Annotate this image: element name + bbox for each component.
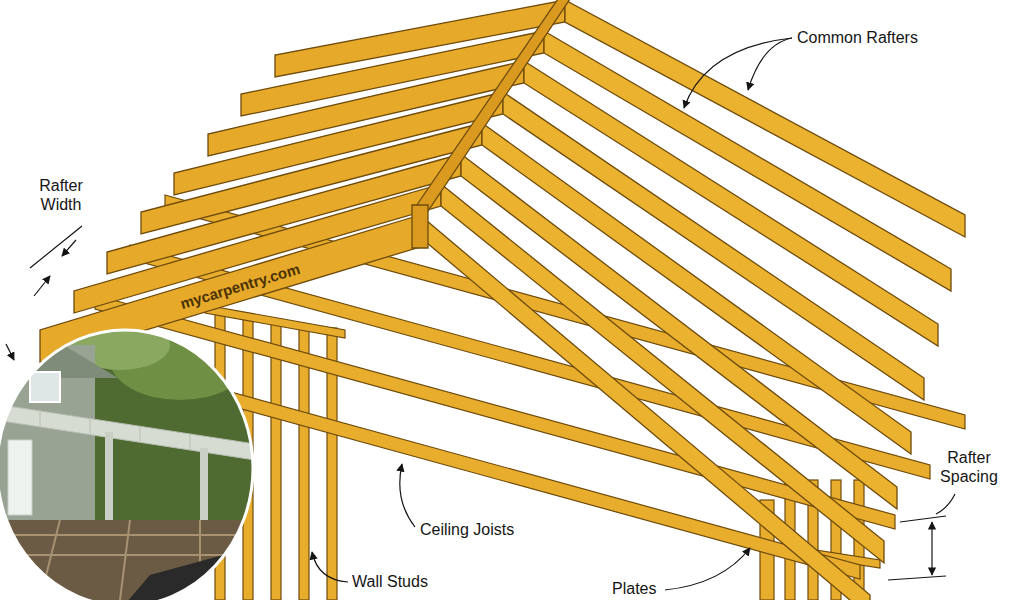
rib xyxy=(190,434,191,450)
photo-porch-roof xyxy=(0,404,255,460)
leader-line xyxy=(400,464,415,527)
part-label: Plates xyxy=(612,579,656,598)
photo-ground xyxy=(120,545,260,600)
photo-window xyxy=(30,372,60,402)
dimension-arrow xyxy=(34,276,50,296)
joist xyxy=(0,534,240,536)
extension-line xyxy=(888,576,946,580)
inset-border xyxy=(0,330,253,600)
ridge-board xyxy=(412,0,572,248)
leader-line xyxy=(684,38,792,108)
joist xyxy=(120,520,130,600)
joist xyxy=(0,554,240,556)
joist xyxy=(199,520,201,600)
dimension-arrow xyxy=(62,240,76,256)
part-label: Common Rafters xyxy=(797,28,918,47)
inset-photo xyxy=(0,320,260,600)
joist xyxy=(40,520,60,600)
part-label: Ceiling Joists xyxy=(420,520,514,539)
leader-line xyxy=(312,552,348,582)
ridge xyxy=(412,0,572,214)
rafter xyxy=(565,0,965,237)
rib xyxy=(40,410,41,426)
rib xyxy=(140,426,141,442)
part-label: Wall Studs xyxy=(352,572,428,591)
dimension-arrow xyxy=(6,344,14,360)
rafter xyxy=(441,184,884,563)
extension-line xyxy=(900,516,946,522)
wall-stud xyxy=(271,320,281,600)
photo-deck-joists xyxy=(0,520,240,600)
part-label: Rafter Spacing xyxy=(926,448,1012,486)
leader-line xyxy=(665,548,750,590)
leader-line xyxy=(936,494,955,514)
part-label: Rafter Width xyxy=(30,176,92,214)
rib xyxy=(90,418,91,434)
ridge-end xyxy=(412,205,428,248)
extension-line xyxy=(30,226,82,268)
dimension-line xyxy=(931,522,932,575)
photo-roof-ribs xyxy=(40,410,190,450)
photo-door xyxy=(8,440,32,515)
leaders xyxy=(6,38,955,590)
rafter xyxy=(420,215,870,600)
photo-post xyxy=(105,432,113,532)
